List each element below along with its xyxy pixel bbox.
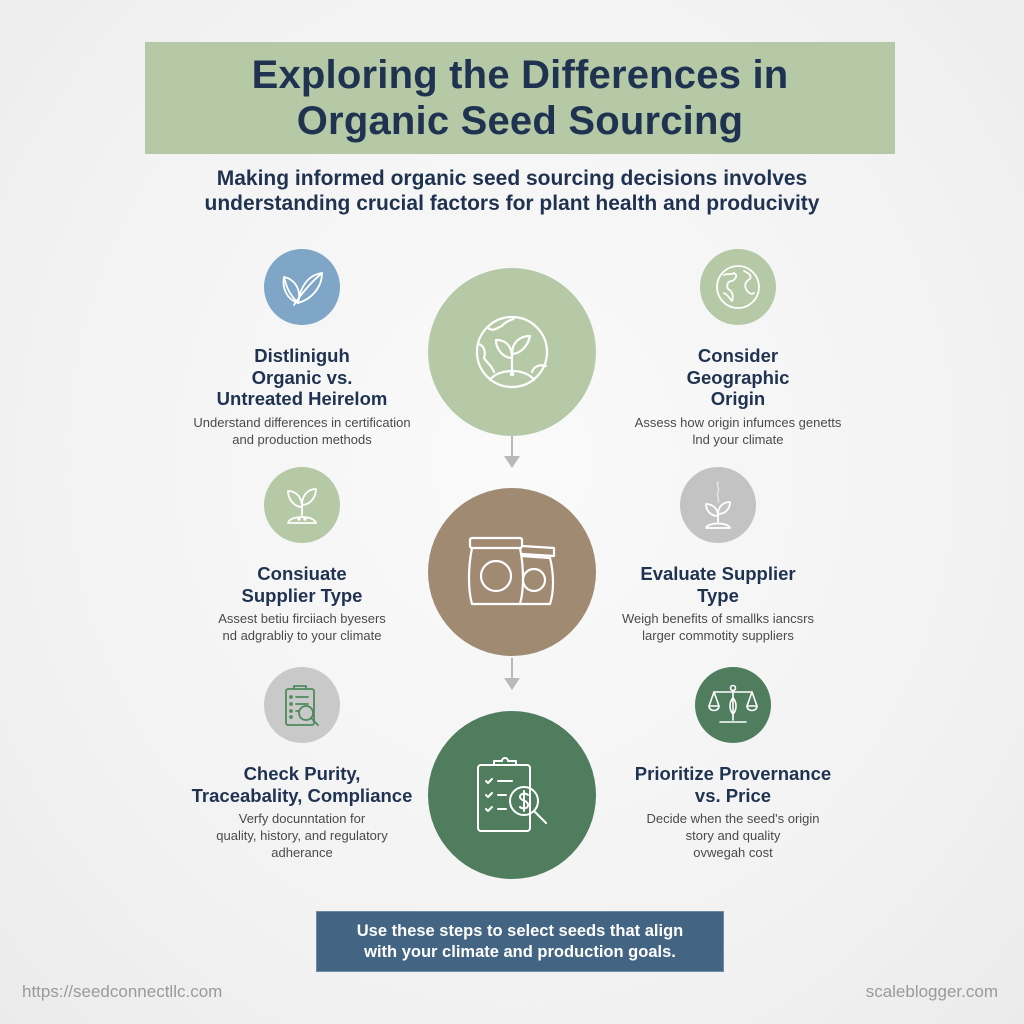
balance-scale-icon bbox=[708, 684, 758, 723]
step-icon-circle bbox=[264, 467, 340, 543]
center-circle-3 bbox=[428, 711, 596, 879]
step-description: Understand differences in certification … bbox=[193, 414, 411, 447]
step-consider-supplier-type: Consiuate Supplier Type Assest betiu fir… bbox=[172, 467, 432, 644]
clipboard-dollar-search-icon bbox=[477, 757, 547, 832]
step-description: Assest betiu firciiach byesers nd adgrab… bbox=[218, 611, 386, 643]
checklist-magnifier-icon bbox=[285, 685, 319, 726]
step-description: Verfy docunntation for quality, history,… bbox=[216, 811, 388, 860]
step-title: Consiuate Supplier Type bbox=[241, 563, 363, 606]
step-consider-geographic-origin: Consider Geographic Origin Assess how or… bbox=[608, 249, 868, 448]
step-icon-circle bbox=[264, 667, 340, 743]
step-icon-circle bbox=[695, 667, 771, 743]
globe-sprout-icon bbox=[475, 315, 549, 389]
step-description: Weigh benefits of smallks iancsrs larger… bbox=[622, 611, 814, 643]
banner-line-2: with your climate and production goals. bbox=[364, 942, 676, 961]
page-title-line-1: Exploring the Differences in bbox=[251, 53, 789, 97]
step-check-purity: Check Purity, Traceabality, Compliance V… bbox=[172, 667, 432, 861]
globe-icon bbox=[716, 265, 760, 309]
step-title: Prioritize Provernance vs. Price bbox=[634, 763, 832, 806]
flow-arrow-1 bbox=[504, 436, 520, 468]
flow-arrow-2 bbox=[504, 658, 520, 690]
step-icon-circle bbox=[700, 249, 776, 325]
page-title-line-2: Organic Seed Sourcing bbox=[296, 99, 744, 143]
center-circle-2 bbox=[428, 488, 596, 656]
subtitle: Making informed organic seed sourcing de… bbox=[130, 166, 894, 216]
step-icon-circle bbox=[264, 249, 340, 325]
center-circle-1 bbox=[428, 268, 596, 436]
step-title: Evaluate Supplier Type bbox=[640, 563, 796, 606]
step-description: Assess how origin infumces genetts lnd y… bbox=[634, 414, 842, 447]
step-title: Check Purity, Traceabality, Compliance bbox=[191, 763, 413, 806]
step-icon-circle bbox=[680, 467, 756, 543]
source-link-seedconnect[interactable]: https://seedconnectllc.com bbox=[22, 982, 223, 1001]
step-evaluate-supplier-type: Evaluate Supplier Type Weigh benefits of… bbox=[588, 467, 848, 644]
leaves-icon bbox=[282, 272, 323, 306]
source-link-scaleblogger[interactable]: scaleblogger.com bbox=[865, 982, 998, 1001]
step-distinguish-organic: Distliniguh Organic vs. Untreated Heirel… bbox=[172, 249, 432, 448]
seed-bags-icon bbox=[467, 536, 556, 606]
subtitle-line-2: understanding crucial factors for plant … bbox=[204, 192, 820, 215]
step-title: Consider Geographic Origin bbox=[686, 345, 790, 409]
step-title: Distliniguh Organic vs. Untreated Heirel… bbox=[216, 345, 388, 409]
title-banner: Exploring the Differences in Organic See… bbox=[145, 42, 895, 154]
subtitle-line-1: Making informed organic seed sourcing de… bbox=[216, 167, 808, 190]
sprout-water-icon bbox=[705, 481, 731, 529]
step-description: Decide when the seed's origin story and … bbox=[646, 811, 820, 860]
step-prioritize-provenance: Prioritize Provernance vs. Price Decide … bbox=[603, 667, 863, 861]
call-to-action-banner: Use these steps to select seeds that ali… bbox=[316, 911, 724, 972]
sprout-icon bbox=[287, 488, 317, 524]
banner-line-1: Use these steps to select seeds that ali… bbox=[356, 921, 684, 940]
